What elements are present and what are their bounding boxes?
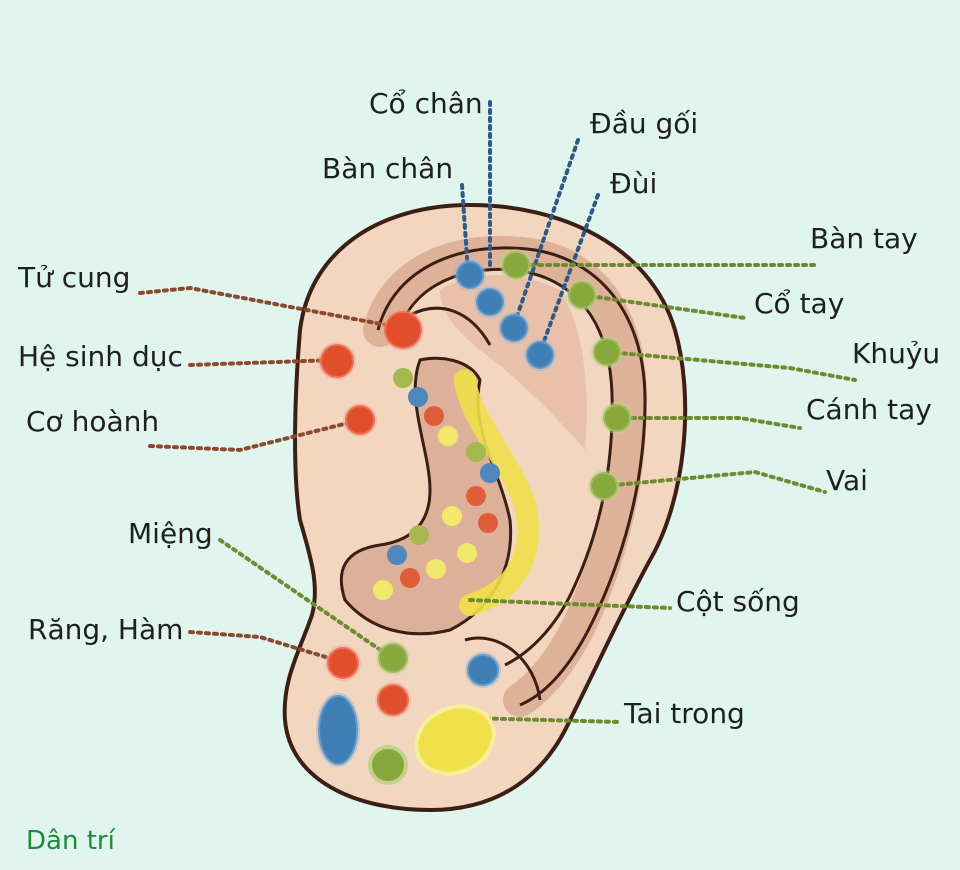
source-credit: Dân trí bbox=[26, 826, 115, 856]
label-vai: Vai bbox=[826, 464, 868, 497]
leader-tai-trong bbox=[468, 716, 622, 724]
dot-tu-cung bbox=[382, 309, 424, 351]
leader-khuyu bbox=[605, 350, 857, 382]
label-co-chan: Cổ chân bbox=[369, 87, 483, 120]
dot-canh-tay bbox=[601, 402, 633, 434]
concha-dots bbox=[373, 368, 500, 600]
label-rang-ham: Răng, Hàm bbox=[28, 613, 184, 646]
leader-he-sinh-duc bbox=[188, 358, 337, 367]
dot-co-tay bbox=[566, 279, 598, 311]
leader-ban-chan bbox=[460, 183, 470, 274]
label-dau-goi: Đầu gối bbox=[590, 107, 699, 140]
spine-band bbox=[454, 369, 539, 616]
leader-cot-song bbox=[468, 598, 672, 610]
dot-khuyu bbox=[591, 336, 623, 368]
label-tu-cung: Tử cung bbox=[18, 261, 131, 294]
label-tai-trong: Tai trong bbox=[624, 697, 745, 730]
leader-dui bbox=[538, 193, 600, 354]
label-mieng: Miệng bbox=[128, 517, 213, 550]
leader-dau-goi bbox=[512, 138, 580, 327]
ear-canal bbox=[464, 636, 542, 701]
upper-crus bbox=[409, 306, 492, 346]
dot-ban-tay bbox=[500, 249, 532, 281]
dot-blue-canal bbox=[465, 652, 501, 688]
dot-green-lobe bbox=[368, 745, 408, 785]
label-ban-tay: Bàn tay bbox=[810, 222, 918, 255]
label-canh-tay: Cánh tay bbox=[806, 393, 932, 426]
leader-rang-ham bbox=[188, 630, 344, 664]
dot-ban-chan bbox=[474, 286, 506, 318]
leader-vai bbox=[602, 469, 827, 494]
dot-mieng bbox=[376, 641, 410, 675]
dot-co-chan bbox=[454, 259, 486, 291]
dot-co-hoanh bbox=[343, 403, 377, 437]
label-co-hoanh: Cơ hoành bbox=[26, 405, 160, 438]
dot-dau-goi bbox=[498, 312, 530, 344]
dot-he-sinh-duc bbox=[318, 342, 356, 380]
label-co-tay: Cổ tay bbox=[754, 287, 845, 320]
dot-dui bbox=[524, 339, 556, 371]
dot-tai-trong bbox=[414, 704, 496, 776]
leader-canh-tay bbox=[614, 416, 802, 430]
label-khuyu: Khuỷu bbox=[852, 337, 941, 370]
leader-tu-cung bbox=[138, 285, 404, 330]
dot-red-lower bbox=[375, 682, 411, 718]
fossa-shade bbox=[440, 275, 587, 450]
leader-mieng bbox=[218, 538, 394, 660]
label-cot-song: Cột sống bbox=[676, 585, 800, 618]
label-ban-chan: Bàn chân bbox=[322, 152, 454, 185]
dot-rang-ham bbox=[325, 645, 361, 681]
helix-rim bbox=[363, 235, 648, 717]
label-dui: Đùi bbox=[610, 167, 658, 200]
dot-vai bbox=[588, 470, 620, 502]
dot-blue-lobe-oval bbox=[316, 693, 360, 767]
leader-co-tay bbox=[580, 293, 747, 320]
label-he-sinh-duc: Hệ sinh dục bbox=[18, 340, 183, 373]
leader-co-hoanh bbox=[148, 418, 362, 453]
